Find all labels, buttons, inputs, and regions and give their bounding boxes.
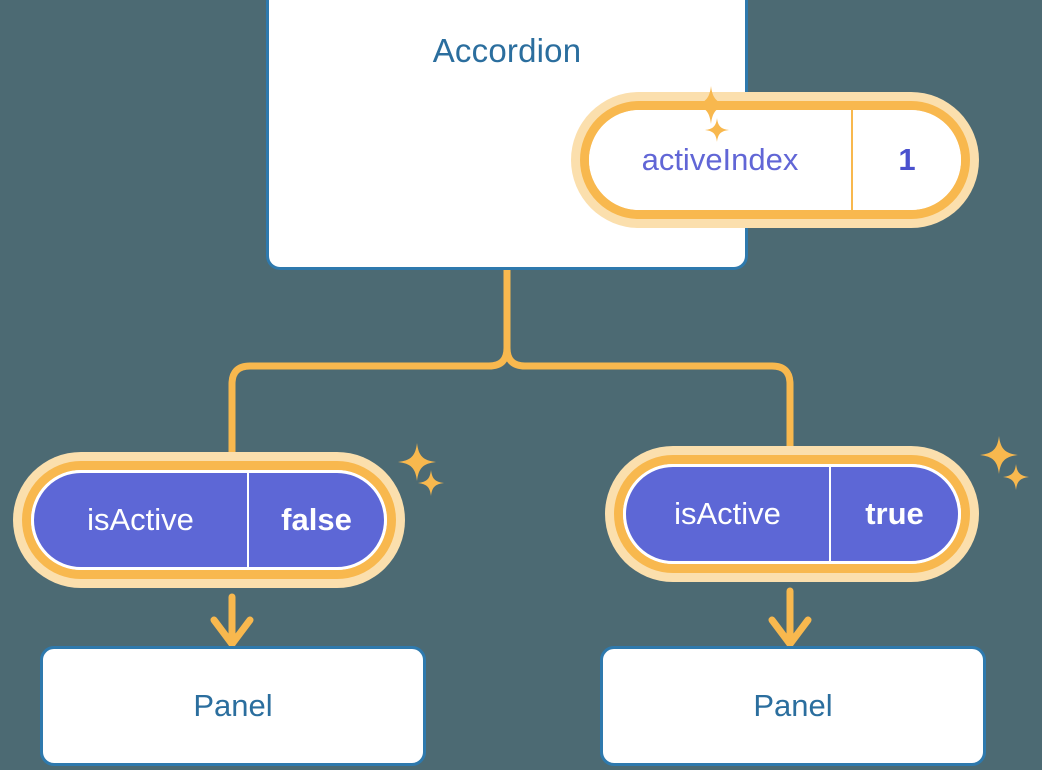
state-badge-inner: activeIndex 1 [589,110,961,210]
accordion-card: Accordion activeIndex 1 [266,0,970,270]
prop-badge-left-key: isActive [34,473,249,567]
sparkle-left-pill-icon [398,443,436,481]
sparkle-left-pill-2-icon [418,470,444,496]
panel-card-right: Panel [600,646,986,766]
sparkle-right-pill-icon [980,436,1018,474]
prop-badge-left-value: false [281,502,352,537]
panel-left-title: Panel [193,688,273,723]
state-badge-active-index[interactable]: activeIndex 1 [580,101,970,219]
state-badge-value: 1 [898,142,916,177]
prop-badge-right-key: isActive [626,467,831,561]
connector-split-left [228,344,511,465]
panel-card-left: Panel [40,646,426,766]
prop-badge-right-inner: isActive true [623,464,961,564]
arrow-head-right [768,616,812,648]
prop-badge-is-active-true[interactable]: isActive true [614,455,970,573]
connector-split-right [503,344,794,459]
prop-badge-left-inner: isActive false [31,470,387,570]
prop-badge-right-value: true [865,496,924,531]
state-badge-key: activeIndex [589,110,853,210]
panel-right-title: Panel [753,688,833,723]
sparkle-right-pill-2-icon [1003,464,1029,490]
prop-badge-is-active-false[interactable]: isActive false [22,461,396,579]
arrow-head-left [210,616,254,648]
accordion-title: Accordion [432,32,582,69]
